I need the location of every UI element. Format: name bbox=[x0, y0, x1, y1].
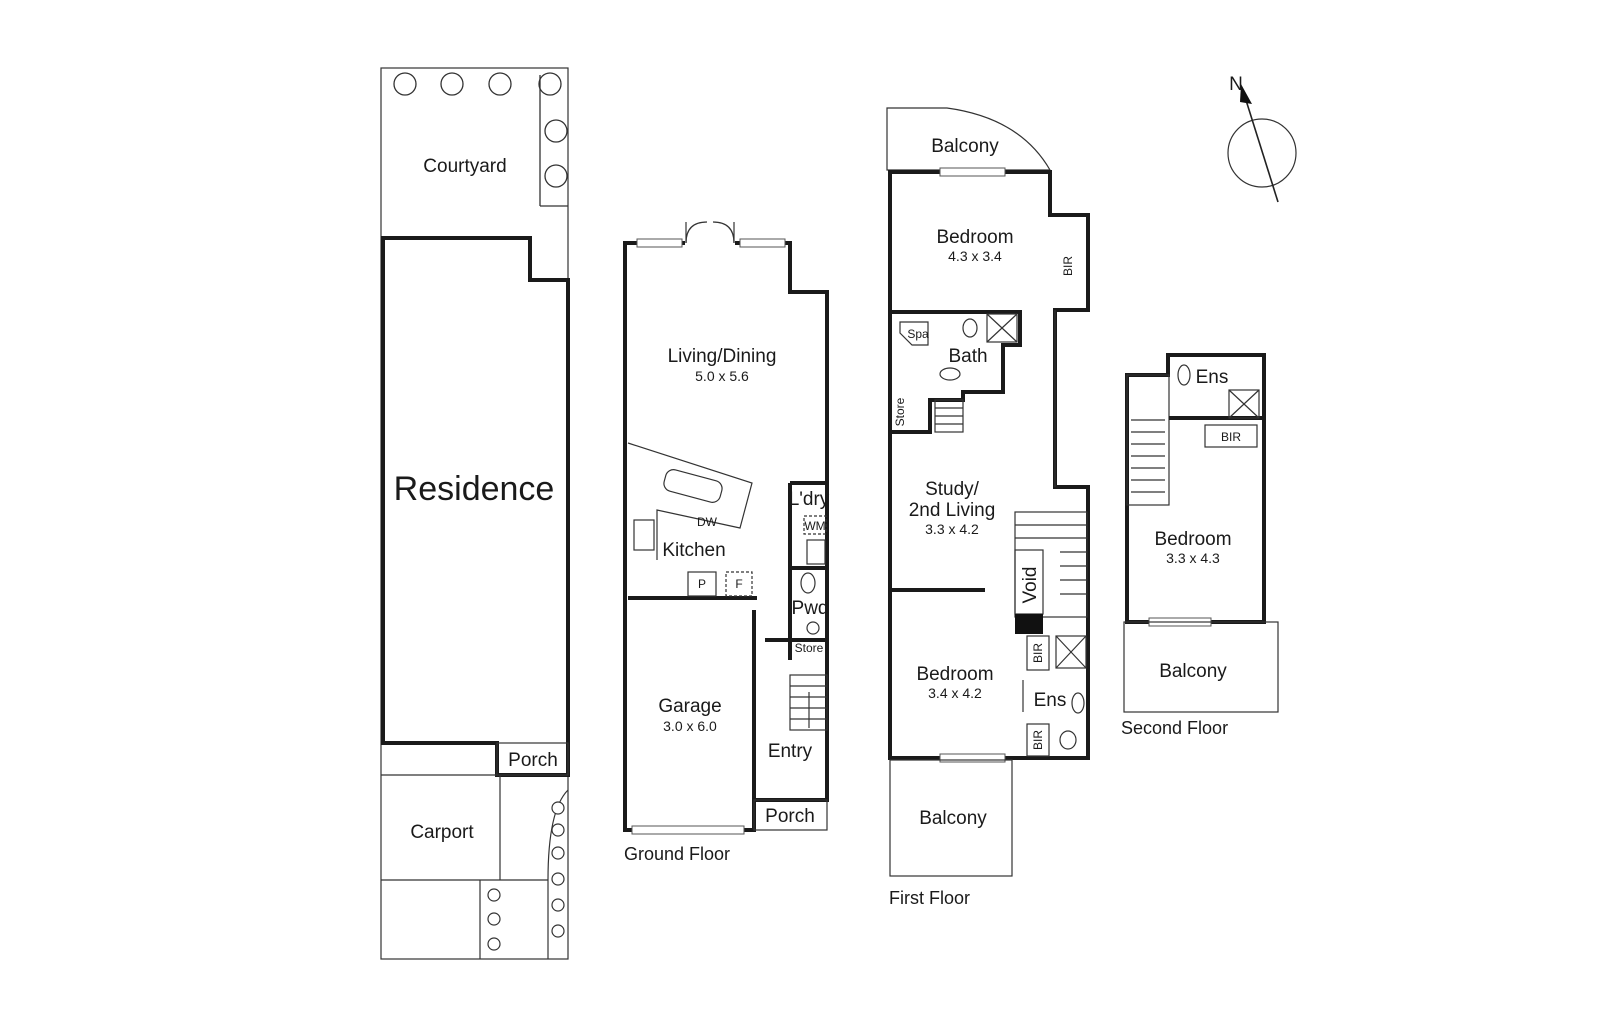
study-label-1: Study/ bbox=[925, 479, 980, 500]
dw-label: DW bbox=[697, 515, 718, 529]
kitchen-label: Kitchen bbox=[662, 540, 725, 561]
study-label-2: 2nd Living bbox=[909, 500, 996, 521]
bedroom1-label: Bedroom bbox=[936, 227, 1013, 248]
bottom-balcony-outline bbox=[889, 759, 1013, 877]
site-porch-label: Porch bbox=[508, 750, 558, 771]
bottom-balcony-label: Balcony bbox=[919, 808, 987, 829]
bath-label: Bath bbox=[948, 346, 987, 367]
spa-icon bbox=[899, 321, 929, 346]
second-balcony-label: Balcony bbox=[1159, 661, 1227, 682]
courtyard-trees bbox=[393, 72, 568, 207]
living-dining-dims: 5.0 x 5.6 bbox=[695, 368, 749, 384]
ens-ff-label: Ens bbox=[1034, 690, 1067, 711]
north-arrow-icon bbox=[1240, 84, 1252, 104]
ground-floor-title: Ground Floor bbox=[624, 844, 730, 864]
first-floor-title: First Floor bbox=[889, 888, 970, 908]
store-ff-label: Store bbox=[893, 397, 907, 426]
pwd-label: Pwd bbox=[792, 598, 829, 619]
second-floor-outline bbox=[1125, 353, 1266, 624]
kitchen-bench bbox=[627, 442, 753, 560]
spa-label: Spa bbox=[907, 327, 929, 341]
second-floor-stairs bbox=[1126, 374, 1170, 506]
bedroom1-dims: 4.3 x 3.4 bbox=[948, 248, 1002, 264]
ground-floor-plan: Living/Dining 5.0 x 5.6 DW Kitchen P F L… bbox=[623, 221, 830, 864]
top-balcony-outline bbox=[886, 107, 1052, 171]
residence-label: Residence bbox=[394, 470, 555, 508]
sink-icon bbox=[663, 469, 723, 503]
toilet-icon bbox=[800, 572, 816, 594]
store-label: Store bbox=[795, 641, 824, 655]
site-plan: Courtyard Residence Porch Carport bbox=[380, 67, 570, 960]
second-floor-title: Second Floor bbox=[1121, 718, 1228, 738]
courtyard-label: Courtyard bbox=[423, 156, 506, 177]
bedroom-sf-dims: 3.3 x 4.3 bbox=[1166, 550, 1220, 566]
study-dims: 3.3 x 4.2 bbox=[925, 521, 979, 537]
garage-label: Garage bbox=[658, 696, 721, 717]
wm-label: WM bbox=[804, 519, 825, 533]
compass-circle-icon bbox=[1227, 118, 1297, 188]
fridge-label: F bbox=[735, 577, 742, 591]
garage-dims: 3.0 x 6.0 bbox=[663, 718, 717, 734]
second-floor-plan: Ens BIR Bedroom 3.3 x 4.3 Balcony Second… bbox=[1121, 353, 1279, 738]
bath-toilet-icon bbox=[962, 318, 978, 338]
bir3-label: BIR bbox=[1031, 730, 1045, 750]
carport-shrubs bbox=[487, 801, 565, 951]
bedroom-sf-label: Bedroom bbox=[1154, 529, 1231, 550]
laundry-label: L'dry bbox=[789, 489, 830, 510]
second-balcony-outline bbox=[1123, 621, 1279, 713]
laundry-tub bbox=[806, 539, 826, 565]
compass-n-label: N bbox=[1229, 74, 1243, 95]
cooktop-icon bbox=[633, 519, 655, 551]
carport-label: Carport bbox=[410, 822, 474, 843]
ground-stairs bbox=[789, 674, 828, 731]
bir1-label: BIR bbox=[1061, 256, 1075, 276]
bir2-label: BIR bbox=[1031, 643, 1045, 663]
compass: N bbox=[1227, 74, 1297, 203]
pantry-label: P bbox=[698, 577, 706, 591]
first-floor-plan: Balcony Bedroom 4.3 x 3.4 BIR Spa Bath S… bbox=[886, 107, 1090, 908]
bir-sf-label: BIR bbox=[1221, 430, 1241, 444]
top-balcony-label: Balcony bbox=[931, 136, 999, 157]
living-dining-label: Living/Dining bbox=[668, 346, 777, 367]
ground-porch-label: Porch bbox=[765, 806, 815, 827]
void-label: Void bbox=[1020, 567, 1041, 604]
ens-sf-label: Ens bbox=[1196, 367, 1229, 388]
entry-label: Entry bbox=[768, 741, 813, 762]
bedroom2-dims: 3.4 x 4.2 bbox=[928, 685, 982, 701]
bedroom2-label: Bedroom bbox=[916, 664, 993, 685]
